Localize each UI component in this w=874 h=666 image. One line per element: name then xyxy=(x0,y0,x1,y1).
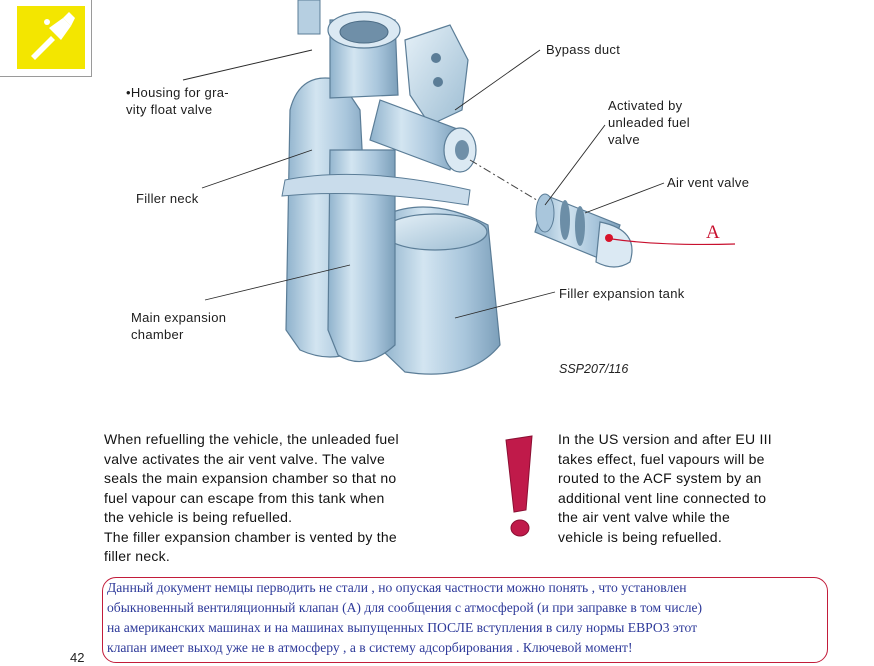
marker-a-label: A xyxy=(706,222,720,243)
page-number: 42 xyxy=(70,650,85,665)
mounting-bracket xyxy=(404,24,469,126)
bypass-duct xyxy=(369,99,477,173)
callout-activated-by: Activated by unleaded fuel valve xyxy=(608,98,690,147)
exclamation-icon xyxy=(505,435,533,537)
left-paragraph: When refuelling the vehicle, the unleade… xyxy=(104,431,399,564)
annotation-box xyxy=(102,577,828,663)
callout-main-expansion-chamber: Main expansion chamber xyxy=(131,310,227,342)
filler-expansion-tank xyxy=(381,206,501,375)
callout-housing: •Housing for gra- vity float valve xyxy=(126,85,229,117)
right-paragraph: In the US version and after EU III takes… xyxy=(558,431,772,545)
callout-filler-neck: Filler neck xyxy=(136,191,199,206)
fuel-filler-diagram xyxy=(182,0,736,375)
figure-code: SSP207/116 xyxy=(559,362,629,376)
annotation-ru-note: Данный документ немцы перводить не стали… xyxy=(107,580,703,655)
filler-neck-body xyxy=(281,149,471,363)
marker-a-leader xyxy=(611,238,736,246)
section-logo xyxy=(0,0,92,77)
callout-bypass-duct: Bypass duct xyxy=(546,42,621,57)
callout-filler-expansion-tank: Filler expansion tank xyxy=(559,286,685,301)
fuel-gun-icon xyxy=(31,12,75,60)
logo-yellow-tile xyxy=(17,6,85,69)
air-vent-valve xyxy=(534,193,633,268)
filler-opening xyxy=(297,0,401,99)
callout-air-vent-valve: Air vent valve xyxy=(667,175,750,190)
leader-lines xyxy=(182,49,665,319)
